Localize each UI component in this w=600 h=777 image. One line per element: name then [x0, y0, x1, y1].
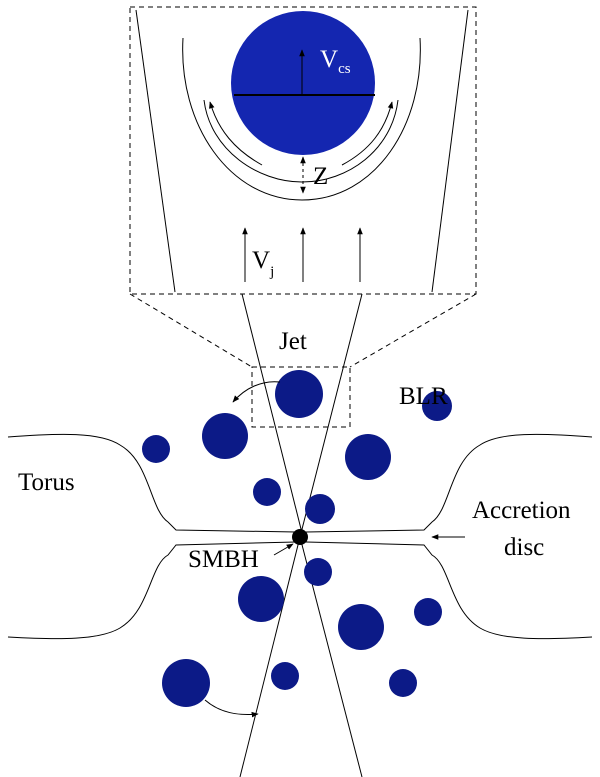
torus-left-upper [7, 433, 297, 533]
flow-arrow-left [209, 101, 263, 166]
jet-upper-left-wall [241, 293, 304, 538]
cloud [338, 604, 384, 650]
smbh-label: SMBH [188, 546, 259, 573]
cloud [414, 598, 442, 626]
cloud [238, 576, 284, 622]
z-label: Z [313, 163, 328, 190]
accretion-label-line1: Accretion [472, 497, 571, 524]
jet-upper-right-wall [299, 293, 363, 538]
cloud [389, 669, 417, 697]
cloud [253, 478, 281, 506]
cloud [305, 494, 335, 524]
torus-right-upper [305, 433, 593, 533]
cloud [345, 434, 391, 480]
inset-jet-wall-left [135, 9, 176, 293]
cloud [142, 435, 170, 463]
cloud-trajectory-arrow-bottom [204, 699, 259, 718]
vj-label: Vj [252, 247, 274, 280]
cloud [202, 413, 248, 459]
cloud [275, 370, 323, 418]
smbh-arrow [273, 543, 294, 556]
vcs-label: Vcs [320, 46, 351, 77]
zoom-source-box [251, 366, 351, 428]
torus-left-lower [7, 541, 297, 640]
cloud-trajectory-arrow-top [232, 381, 281, 403]
cloud [162, 659, 210, 707]
jet-label: Jet [279, 328, 307, 355]
cloud [271, 662, 299, 690]
blr-label: BLR [399, 383, 448, 410]
torus-label: Torus [18, 469, 75, 496]
cloud [304, 558, 332, 586]
smbh-dot [292, 529, 308, 545]
inset-jet-wall-right [431, 9, 469, 293]
flow-arrow-right [341, 101, 394, 166]
bow-shock-outer [182, 37, 421, 201]
blr-clouds [142, 370, 452, 707]
torus-right-lower [305, 541, 593, 640]
zoom-projection-left [129, 293, 253, 368]
cloud-zoomed [231, 11, 375, 155]
jet-lower-left-wall [239, 536, 301, 777]
inset-frame [129, 6, 477, 295]
zoom-inset: Vcs Z Vj [129, 6, 477, 368]
zoom-projection-right [349, 293, 477, 368]
torus [7, 433, 593, 640]
cloud [422, 391, 452, 421]
accretion-label-line2: disc [504, 534, 544, 561]
